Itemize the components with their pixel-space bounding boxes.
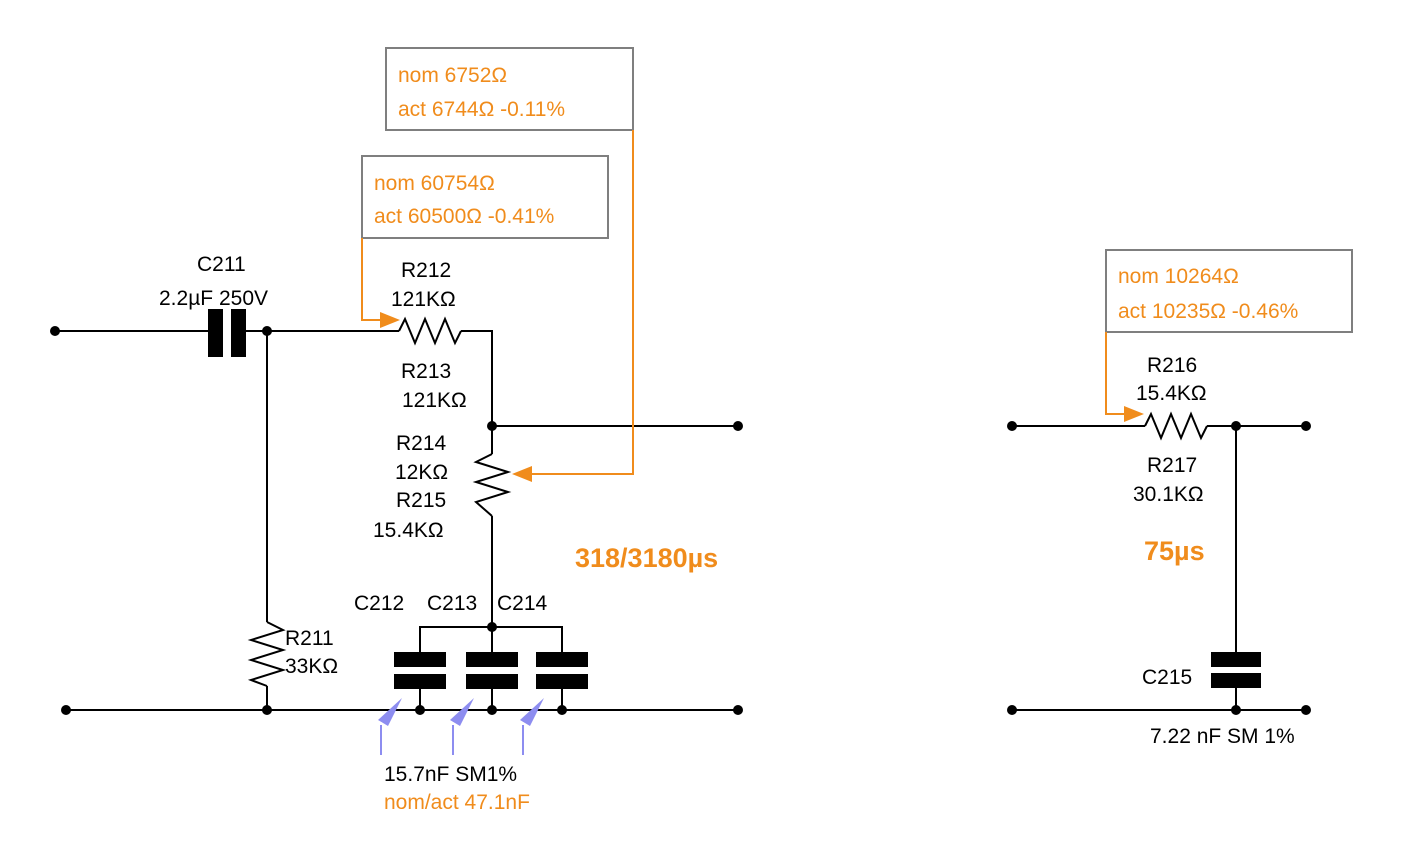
r213-name: R213	[401, 360, 451, 383]
node-caps	[487, 622, 497, 632]
r217-name: R217	[1147, 454, 1197, 477]
right-annotations: nom 10264Ω act 10235Ω -0.46%	[1105, 249, 1353, 422]
blue-arrowhead-c212	[378, 698, 402, 726]
annotation-box-top	[385, 47, 634, 131]
c214-capacitor-plate-top	[536, 652, 588, 667]
right-node-out	[1231, 421, 1241, 431]
r211-value: 33KΩ	[285, 655, 338, 678]
terminal-gnd-out	[733, 705, 743, 715]
annotation-box-right	[1105, 249, 1353, 333]
right-node-c215-gnd	[1231, 705, 1241, 715]
c214-name: C214	[497, 592, 548, 615]
r216-name: R216	[1147, 354, 1197, 377]
time-constant-left: 318/3180µs	[575, 543, 718, 573]
time-constant-right: 75µs	[1144, 536, 1205, 566]
pointer-arrowhead-r214	[512, 466, 532, 482]
c213-capacitor-plate-top	[466, 652, 518, 667]
right-terminal-gnd-out	[1301, 705, 1311, 715]
c213-name: C213	[427, 592, 477, 615]
node-c211	[262, 326, 272, 336]
box-right-nom: nom 10264Ω	[1118, 265, 1239, 288]
node-r211-gnd	[262, 705, 272, 715]
c215-name: C215	[1142, 666, 1192, 689]
terminal-in	[50, 326, 60, 336]
box-top-nom: nom 6752Ω	[398, 64, 507, 87]
c212-capacitor-plate-top	[394, 652, 446, 667]
pointer-line-r216	[1105, 332, 1124, 415]
blue-arrowhead-c213	[450, 698, 474, 726]
r215-name: R215	[396, 489, 446, 512]
right-terminal-in	[1007, 421, 1017, 431]
box-right-act: act 10235Ω -0.46%	[1118, 300, 1298, 323]
pointer-arrowhead-r216	[1124, 406, 1144, 422]
c213-capacitor-plate-bottom	[466, 674, 518, 689]
r212-resistor	[398, 316, 462, 346]
r213-value: 121KΩ	[402, 389, 467, 412]
r217-value: 30.1KΩ	[1133, 483, 1204, 506]
pointer-line-r212	[361, 238, 380, 321]
box-mid-nom: nom 60754Ω	[374, 172, 495, 195]
left-labels: C211 2.2µF 250V R212 121KΩ R213 121KΩ R2…	[159, 253, 718, 814]
c211-name: C211	[197, 253, 246, 276]
c212-name: C212	[354, 592, 404, 615]
terminal-gnd-in	[61, 705, 71, 715]
c211-capacitor-plate-right	[231, 309, 246, 357]
c215-capacitor-plate-bottom	[1211, 673, 1261, 688]
blue-arrowhead-c214	[520, 698, 544, 726]
pointer-line-r214	[530, 130, 634, 475]
right-labels: R216 15.4KΩ R217 30.1KΩ C215 7.22 nF SM …	[1133, 354, 1295, 748]
left-network	[50, 309, 743, 715]
r211-resistor	[247, 621, 287, 687]
node-out	[487, 421, 497, 431]
r212-out-wire	[461, 330, 493, 426]
c215-value: 7.22 nF SM 1%	[1150, 725, 1295, 748]
r215-value: 15.4KΩ	[373, 519, 444, 542]
r216-r217-resistor	[1144, 411, 1208, 441]
right-terminal-gnd-in	[1007, 705, 1017, 715]
right-terminal-out	[1301, 421, 1311, 431]
terminal-out	[733, 421, 743, 431]
c211-value: 2.2µF 250V	[159, 287, 268, 310]
c215-capacitor-plate-top	[1211, 652, 1261, 667]
node-c212-gnd	[415, 705, 425, 715]
r216-value: 15.4KΩ	[1136, 382, 1207, 405]
caps-nom-act: nom/act 47.1nF	[384, 791, 530, 814]
c212-capacitor-plate-bottom	[394, 674, 446, 689]
r211-name: R211	[285, 627, 334, 650]
node-c214-gnd	[557, 705, 567, 715]
r214-name: R214	[396, 432, 447, 455]
r214-r215-resistor	[472, 453, 512, 517]
c214-capacitor-plate-bottom	[536, 674, 588, 689]
r214-value: 12KΩ	[395, 461, 448, 484]
r212-name: R212	[401, 259, 451, 282]
annotation-box-mid	[361, 155, 609, 239]
node-c213-gnd	[487, 705, 497, 715]
box-mid-act: act 60500Ω -0.41%	[374, 205, 554, 228]
r212-value: 121KΩ	[391, 288, 456, 311]
right-network	[1007, 411, 1311, 715]
c211-capacitor-plate-left	[208, 309, 223, 357]
caps-value: 15.7nF SM1%	[384, 763, 517, 786]
box-top-act: act 6744Ω -0.11%	[398, 98, 565, 121]
left-annotations: nom 6752Ω act 6744Ω -0.11% nom 60754Ω ac…	[361, 47, 634, 755]
pointer-arrowhead-r212	[380, 312, 400, 328]
